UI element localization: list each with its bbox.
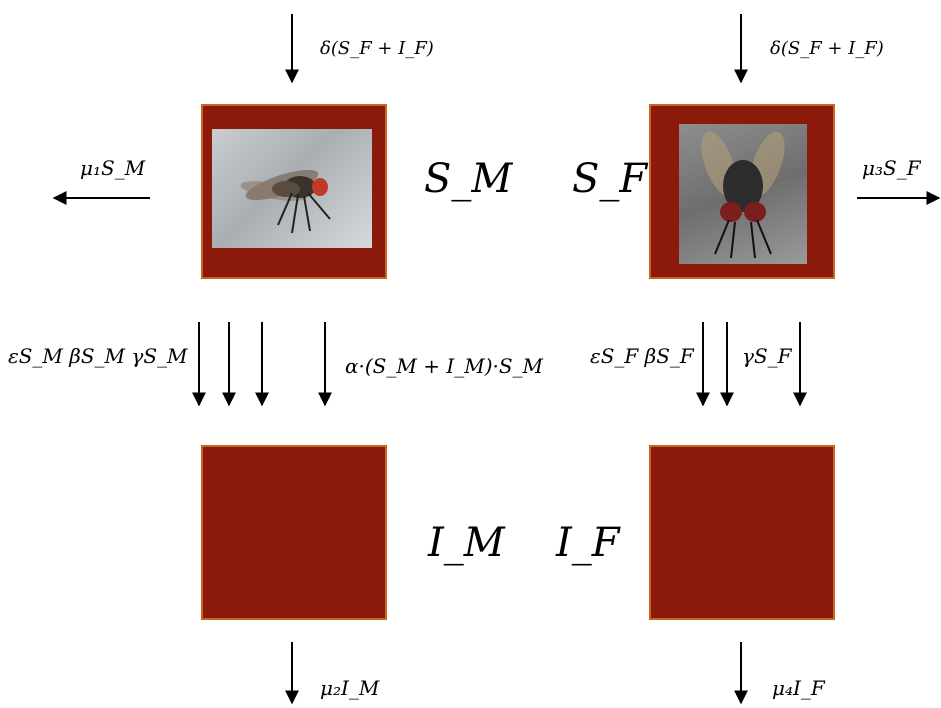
label-female-gamma: γS_F: [742, 344, 792, 368]
label-death-im: μ₂I_M: [320, 676, 380, 700]
female-fly-photo: [679, 124, 807, 264]
label-infected-female: I_F: [556, 520, 620, 566]
male-fly-photo: [212, 129, 372, 248]
label-male-rates: εS_M βS_M γS_M: [8, 344, 188, 368]
box-infected-male: [201, 445, 387, 620]
female-fly-icon: [701, 131, 785, 259]
box-infected-female: [649, 445, 835, 620]
label-death-if: μ₄I_F: [772, 676, 825, 700]
label-inflow-female: δ(S_F + I_F): [770, 38, 884, 59]
label-susceptible-female: S_F: [572, 156, 648, 202]
label-death-sf: μ₃S_F: [862, 156, 921, 180]
label-female-rates: εS_F βS_F: [590, 344, 694, 368]
label-susceptible-male: S_M: [424, 156, 513, 202]
male-fly-icon: [240, 169, 331, 234]
box-susceptible-female: [649, 104, 835, 279]
label-death-sm: μ₁S_M: [80, 156, 146, 180]
label-male-alpha: α·(S_M + I_M)·S_M: [345, 354, 544, 378]
box-susceptible-male: [201, 104, 387, 279]
label-inflow-male: δ(S_F + I_F): [320, 38, 434, 59]
label-infected-male: I_M: [428, 520, 505, 566]
